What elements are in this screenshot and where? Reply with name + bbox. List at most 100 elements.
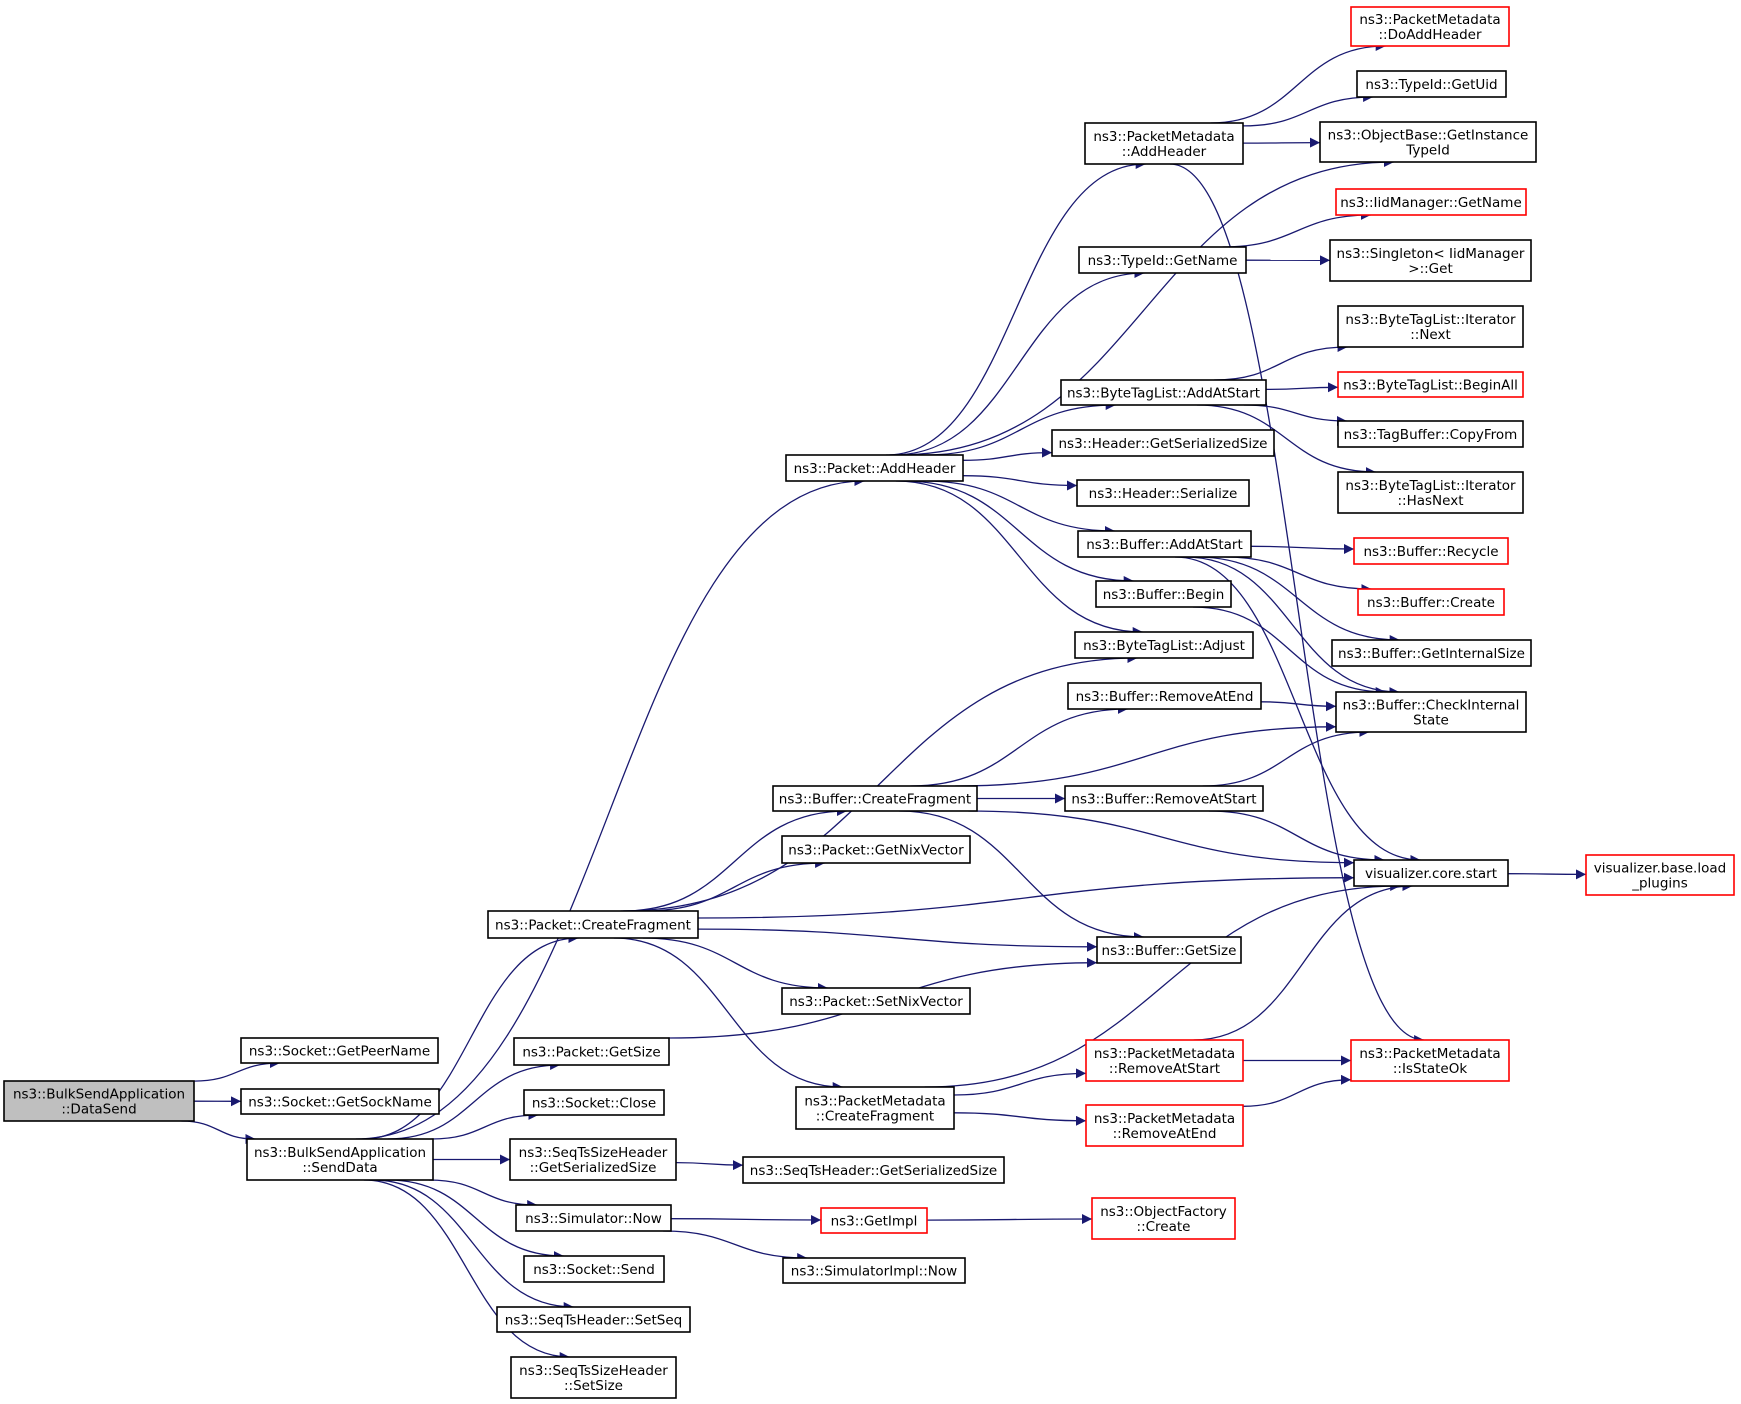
node-box[interactable] <box>513 1037 670 1066</box>
node-buf-removeatend[interactable]: ns3::Buffer::RemoveAtEnd <box>1067 682 1262 710</box>
node-tagbuffer-copyfrom[interactable]: ns3::TagBuffer::CopyFrom <box>1337 420 1524 448</box>
node-box[interactable] <box>240 1037 439 1064</box>
node-iidmanager-getname[interactable]: ns3::IidManager::GetName <box>1335 188 1527 216</box>
node-vis-base-loadplugins[interactable]: visualizer.base.load_plugins <box>1585 854 1735 896</box>
node-box[interactable] <box>1074 631 1254 659</box>
node-box[interactable] <box>781 987 971 1015</box>
node-sock-send[interactable]: ns3::Socket::Send <box>523 1255 665 1283</box>
node-sock-close[interactable]: ns3::Socket::Close <box>523 1089 665 1116</box>
node-buf-create[interactable]: ns3::Buffer::Create <box>1357 588 1505 616</box>
node-box[interactable] <box>1096 936 1242 964</box>
node-btl-iter-next[interactable]: ns3::ByteTagList::Iterator::Next <box>1337 305 1524 348</box>
node-box[interactable] <box>1067 682 1262 710</box>
node-box[interactable] <box>785 454 964 482</box>
node-box[interactable] <box>523 1255 665 1283</box>
node-box[interactable] <box>1353 537 1509 565</box>
node-seqtssize-setsize[interactable]: ns3::SeqTsSizeHeader::SetSize <box>510 1356 677 1399</box>
node-pm-addheader[interactable]: ns3::PacketMetadata::AddHeader <box>1084 122 1244 165</box>
node-simimpl-now[interactable]: ns3::SimulatorImpl::Now <box>782 1257 966 1284</box>
node-box[interactable] <box>1091 1197 1236 1240</box>
node-box[interactable] <box>1337 471 1524 514</box>
node-box[interactable] <box>1337 420 1524 448</box>
node-box[interactable] <box>782 1257 966 1284</box>
node-objfactory-create[interactable]: ns3::ObjectFactory::Create <box>1091 1197 1236 1240</box>
node-pm-isstateok[interactable]: ns3::PacketMetadata::IsStateOk <box>1350 1039 1510 1082</box>
node-hdr-serialize[interactable]: ns3::Header::Serialize <box>1076 479 1250 507</box>
node-box[interactable] <box>496 1306 691 1333</box>
node-box[interactable] <box>1078 246 1247 274</box>
node-datasend[interactable]: ns3::BulkSendApplication::DataSend <box>3 1080 195 1122</box>
node-pkt-createfragment[interactable]: ns3::Packet::CreateFragment <box>487 910 699 939</box>
node-typeid-getuid[interactable]: ns3::TypeId::GetUid <box>1356 70 1507 98</box>
node-box[interactable] <box>1585 854 1735 896</box>
node-seqtssize-getser[interactable]: ns3::SeqTsSizeHeader::GetSerializedSize <box>509 1138 677 1181</box>
node-pkt-getsize[interactable]: ns3::Packet::GetSize <box>513 1037 670 1066</box>
node-box[interactable] <box>246 1138 434 1181</box>
node-btl-addatstart[interactable]: ns3::ByteTagList::AddAtStart <box>1060 379 1267 406</box>
node-box[interactable] <box>240 1088 440 1115</box>
node-box[interactable] <box>515 1204 672 1232</box>
node-pkt-addheader[interactable]: ns3::Packet::AddHeader <box>785 454 964 482</box>
node-getsockname[interactable]: ns3::Socket::GetSockName <box>240 1088 440 1115</box>
node-buf-getsize[interactable]: ns3::Buffer::GetSize <box>1096 936 1242 964</box>
node-box[interactable] <box>1064 785 1264 812</box>
node-box[interactable] <box>1331 639 1532 667</box>
node-getpeername[interactable]: ns3::Socket::GetPeerName <box>240 1037 439 1064</box>
node-pm-doaddheader[interactable]: ns3::PacketMetadata::DoAddHeader <box>1350 6 1510 47</box>
node-buf-createfragment[interactable]: ns3::Buffer::CreateFragment <box>772 785 978 812</box>
node-pm-removeatstart[interactable]: ns3::PacketMetadata::RemoveAtStart <box>1085 1039 1244 1082</box>
node-btl-iter-hasnext[interactable]: ns3::ByteTagList::Iterator::HasNext <box>1337 471 1524 514</box>
node-box[interactable] <box>1337 371 1524 398</box>
node-pm-removeatend[interactable]: ns3::PacketMetadata::RemoveAtEnd <box>1085 1104 1244 1147</box>
node-buf-begin[interactable]: ns3::Buffer::Begin <box>1095 580 1232 608</box>
node-box[interactable] <box>1335 188 1527 216</box>
node-box[interactable] <box>509 1138 677 1181</box>
node-getimpl[interactable]: ns3::GetImpl <box>820 1207 928 1234</box>
node-box[interactable] <box>795 1086 955 1130</box>
node-box[interactable] <box>1356 70 1507 98</box>
node-buf-removeatstart[interactable]: ns3::Buffer::RemoveAtStart <box>1064 785 1264 812</box>
node-box[interactable] <box>820 1207 928 1234</box>
node-btl-adjust[interactable]: ns3::ByteTagList::Adjust <box>1074 631 1254 659</box>
node-box[interactable] <box>523 1089 665 1116</box>
node-pkt-setnixvector[interactable]: ns3::Packet::SetNixVector <box>781 987 971 1015</box>
node-buf-addatstart[interactable]: ns3::Buffer::AddAtStart <box>1077 530 1252 558</box>
node-box[interactable] <box>1076 479 1250 507</box>
node-box[interactable] <box>1319 121 1537 163</box>
node-hdr-getser[interactable]: ns3::Header::GetSerializedSize <box>1051 429 1275 457</box>
node-pm-createfragment[interactable]: ns3::PacketMetadata::CreateFragment <box>795 1086 955 1130</box>
node-box[interactable] <box>1051 429 1275 457</box>
node-box[interactable] <box>1337 305 1524 348</box>
node-box[interactable] <box>1060 379 1267 406</box>
node-seqts-setseq[interactable]: ns3::SeqTsHeader::SetSeq <box>496 1306 691 1333</box>
node-typeid-getname[interactable]: ns3::TypeId::GetName <box>1078 246 1247 274</box>
node-seqts-getser[interactable]: ns3::SeqTsHeader::GetSerializedSize <box>742 1156 1005 1184</box>
node-box[interactable] <box>487 910 699 939</box>
node-buf-recycle[interactable]: ns3::Buffer::Recycle <box>1353 537 1509 565</box>
node-box[interactable] <box>1095 580 1232 608</box>
node-box[interactable] <box>1085 1104 1244 1147</box>
node-box[interactable] <box>1329 239 1532 282</box>
node-box[interactable] <box>3 1080 195 1122</box>
node-vis-core-start[interactable]: visualizer.core.start <box>1353 859 1509 887</box>
node-buf-getinternalsize[interactable]: ns3::Buffer::GetInternalSize <box>1331 639 1532 667</box>
node-sim-now[interactable]: ns3::Simulator::Now <box>515 1204 672 1232</box>
node-btl-beginall[interactable]: ns3::ByteTagList::BeginAll <box>1337 371 1524 398</box>
node-box[interactable] <box>1084 122 1244 165</box>
node-box[interactable] <box>1335 691 1527 733</box>
node-senddata[interactable]: ns3::BulkSendApplication::SendData <box>246 1138 434 1181</box>
node-box[interactable] <box>1350 1039 1510 1082</box>
node-box[interactable] <box>1357 588 1505 616</box>
node-box[interactable] <box>1353 859 1509 887</box>
node-box[interactable] <box>510 1356 677 1399</box>
node-box[interactable] <box>772 785 978 812</box>
node-singleton-get[interactable]: ns3::Singleton< IidManager >::Get <box>1329 239 1532 282</box>
node-box[interactable] <box>1350 6 1510 47</box>
node-box[interactable] <box>742 1156 1005 1184</box>
node-box[interactable] <box>781 835 971 864</box>
node-box[interactable] <box>1085 1039 1244 1082</box>
node-pkt-getnixvector[interactable]: ns3::Packet::GetNixVector <box>781 835 971 864</box>
node-box[interactable] <box>1077 530 1252 558</box>
